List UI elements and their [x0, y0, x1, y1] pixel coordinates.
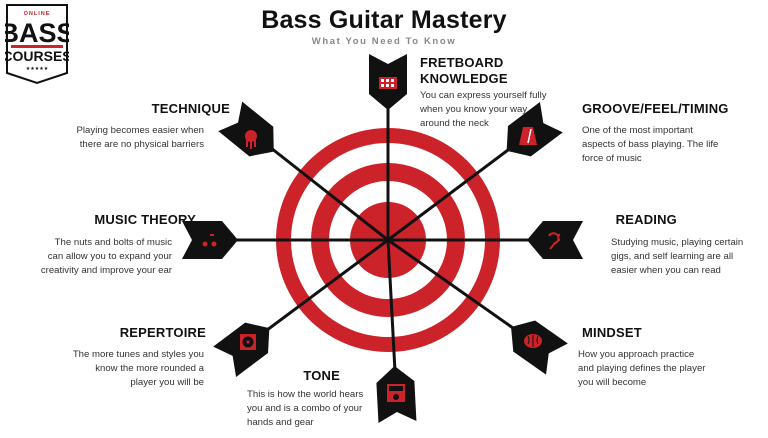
- heading-tone: TONE: [303, 368, 340, 383]
- desc-mindset: How you approach practice and playing de…: [578, 348, 705, 390]
- heading-mindset: MINDSET: [582, 325, 642, 340]
- desc-reading-line1: Studying music, playing certain: [611, 237, 744, 248]
- arrow-fletching-technique: [218, 101, 274, 157]
- page-title: Bass Guitar Mastery: [261, 6, 507, 34]
- desc-technique-line1: Playing becomes easier when: [76, 125, 204, 136]
- desc-repertoire-line3: player you will be: [130, 377, 204, 388]
- music-notes-icon: [202, 234, 217, 247]
- desc-mindset-line2: and playing defines the player: [578, 363, 706, 374]
- heading-reading: READING: [615, 212, 677, 227]
- desc-music-theory: The nuts and bolts of music can allow yo…: [20, 236, 172, 278]
- logo-line1: BASS: [5, 18, 69, 48]
- desc-technique: Playing becomes easier when there are no…: [40, 124, 204, 152]
- desc-tone: This is how the world hears you and is a…: [247, 388, 363, 430]
- amplifier-icon: [387, 384, 405, 402]
- brain-icon: [524, 334, 542, 348]
- logo-line2: COURSES: [5, 48, 69, 64]
- desc-repertoire-line2: know the more rounded a: [95, 363, 204, 374]
- desc-reading-line3: easier when you can read: [611, 265, 721, 276]
- desc-repertoire: The more tunes and styles you know the m…: [40, 348, 204, 390]
- desc-groove-line3: force of music: [582, 153, 642, 164]
- desc-tone-line3: hands and gear: [247, 417, 314, 428]
- fretboard-grid-icon: [379, 77, 397, 89]
- hand-icon: [245, 130, 257, 149]
- desc-repertoire-line1: The more tunes and styles you: [72, 349, 204, 360]
- heading-repertoire: REPERTOIRE: [119, 325, 206, 340]
- desc-music-theory-line2: can allow you to expand your: [47, 251, 172, 262]
- arrow-fletching-reading: [527, 221, 583, 259]
- logo-top-text: ONLINE: [24, 11, 51, 17]
- desc-fretboard-line1: You can express yourself fully: [420, 90, 547, 101]
- desc-mindset-line3: you will become: [578, 377, 647, 388]
- bass-courses-logo: ONLINE BASS COURSES ★★★★★: [5, 4, 69, 85]
- metronome-icon: [519, 127, 537, 145]
- bass-clef-icon: [548, 232, 561, 250]
- desc-music-theory-line1: The nuts and bolts of music: [54, 237, 172, 248]
- desc-tone-line1: This is how the world hears: [247, 389, 364, 400]
- heading-music-theory: MUSIC THEORY: [94, 212, 196, 227]
- heading-fretboard: FRETBOARD KNOWLEDGE: [420, 55, 508, 87]
- desc-mindset-line1: How you approach practice: [578, 349, 695, 360]
- desc-fretboard-line2: when you know your way: [420, 104, 528, 115]
- desc-groove-line1: One of the most important: [582, 125, 693, 136]
- desc-groove: One of the most important aspects of bas…: [582, 124, 718, 166]
- arrow-fletching-mindset: [511, 320, 568, 375]
- page-subtitle: What You Need To Know: [311, 36, 457, 47]
- logo-stars: ★★★★★: [26, 66, 49, 72]
- heading-fretboard-line1: FRETBOARD: [420, 55, 504, 70]
- heading-groove: GROOVE/FEEL/TIMING: [582, 101, 729, 116]
- desc-tone-line2: you and is a combo of your: [247, 403, 363, 414]
- desc-groove-line2: aspects of bass playing. The life: [582, 139, 719, 150]
- desc-music-theory-line3: creativity and improve your ear: [40, 265, 172, 276]
- desc-technique-line2: there are no physical barriers: [79, 139, 204, 150]
- desc-fretboard: You can express yourself fully when you …: [420, 89, 547, 131]
- vinyl-record-icon: [240, 334, 256, 350]
- arrow-shafts: [213, 88, 552, 391]
- desc-fretboard-line3: around the neck: [420, 118, 489, 129]
- desc-reading-line2: gigs, and self learning are all: [611, 251, 734, 262]
- heading-technique: TECHNIQUE: [151, 101, 230, 116]
- heading-fretboard-line2: KNOWLEDGE: [420, 71, 508, 86]
- desc-reading: Studying music, playing certain gigs, an…: [611, 236, 743, 278]
- arrow-fletching-music-theory: [182, 221, 238, 259]
